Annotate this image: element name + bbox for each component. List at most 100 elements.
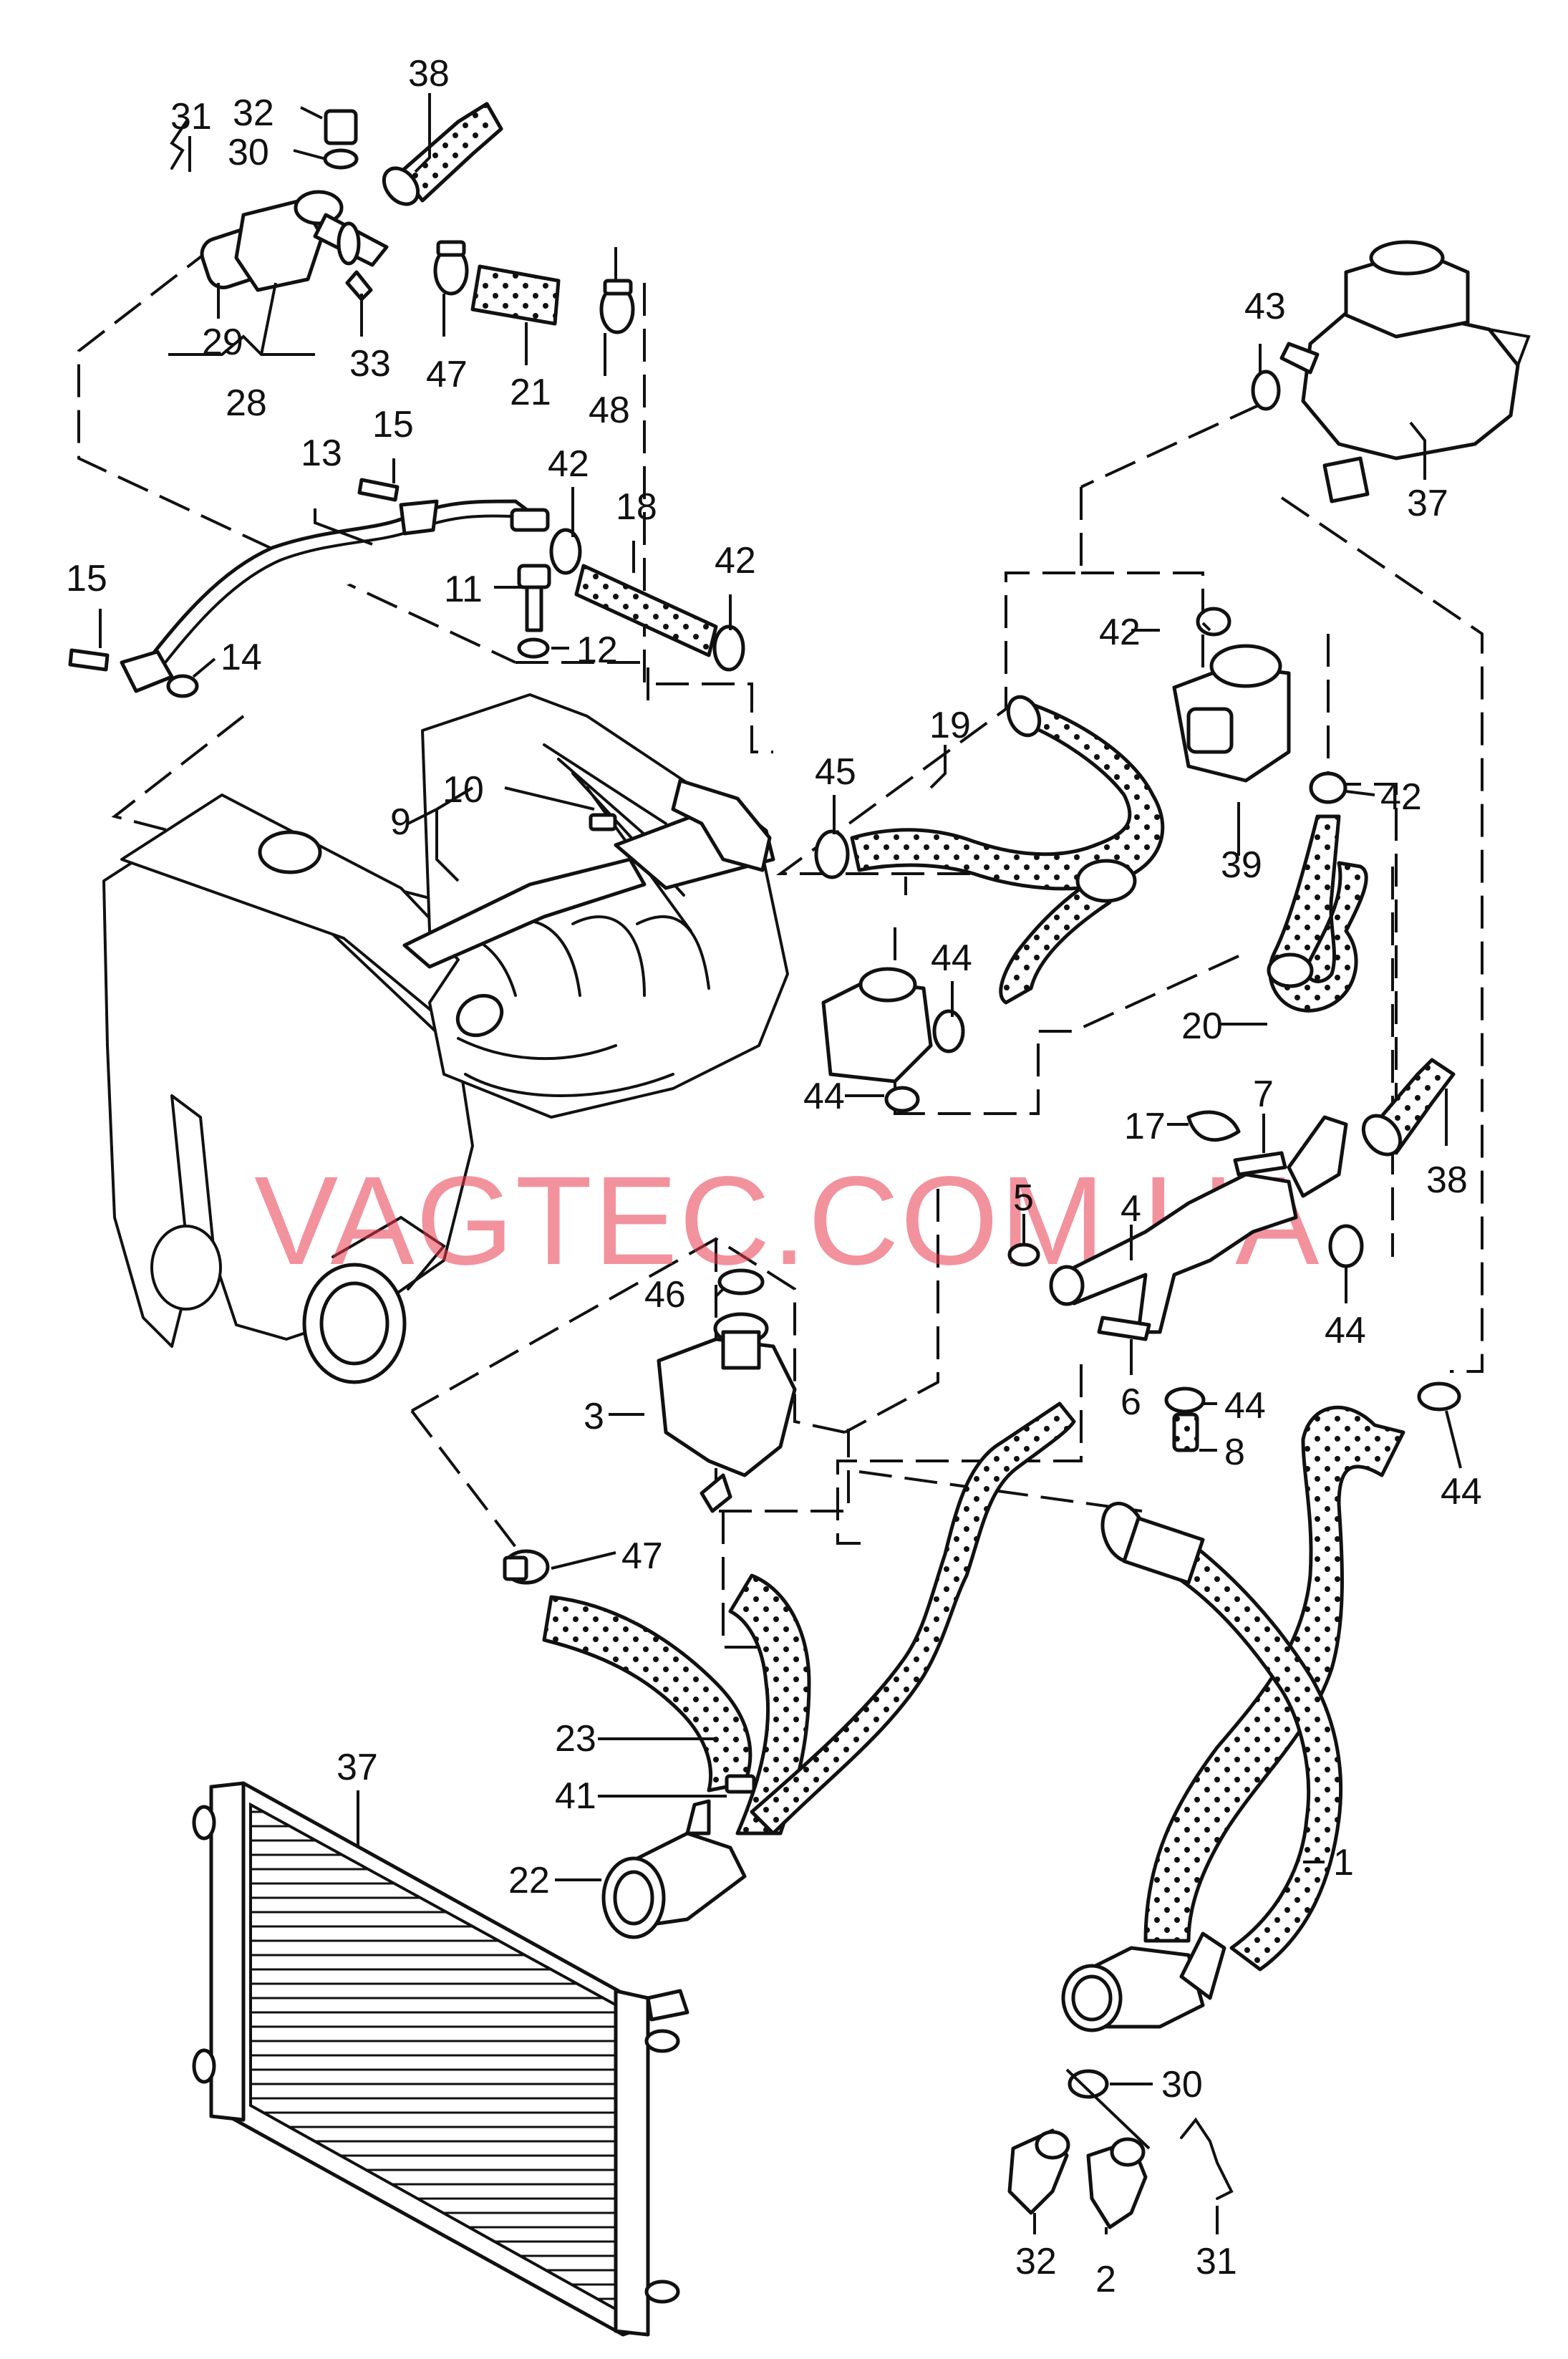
callout-4: 4 [1121, 1188, 1141, 1230]
callout-45: 45 [815, 751, 856, 793]
auxiliary-pump-3 [657, 1312, 797, 1513]
clamp-44-e [1417, 1381, 1461, 1412]
bolt-10 [589, 813, 617, 831]
o-ring-5 [1007, 1243, 1040, 1267]
radiator-37 [192, 1781, 689, 2337]
clip-31-bottom [1180, 2117, 1234, 2200]
callout-14: 14 [221, 637, 262, 678]
callout-42: 42 [1099, 612, 1141, 653]
callout-28: 28 [226, 382, 267, 424]
leader-lines [99, 93, 1462, 2234]
callout-15: 15 [66, 558, 107, 599]
callout-9: 9 [390, 801, 411, 843]
callout-32: 32 [1015, 2241, 1057, 2282]
clip-31 [170, 120, 188, 170]
callout-6: 6 [1121, 1381, 1141, 1423]
callout-42: 42 [715, 540, 756, 582]
hose-18 [574, 564, 718, 657]
callout-46: 46 [644, 1274, 686, 1316]
callout-11: 11 [444, 569, 483, 610]
hose-connector-top [1100, 1501, 1205, 1585]
callout-33: 33 [349, 343, 391, 385]
hose-8 [1172, 1412, 1199, 1452]
callout-21: 21 [510, 372, 551, 413]
o-ring-14 [166, 674, 199, 698]
connector-22 [601, 1799, 747, 1939]
hose-19 [850, 703, 1165, 891]
callout-44: 44 [931, 937, 972, 979]
bolt-33 [345, 270, 373, 301]
clip-41 [725, 1774, 756, 1794]
clamp-42-c [1196, 607, 1231, 637]
callout-38: 38 [1426, 1159, 1468, 1201]
bolt-6 [1097, 1316, 1151, 1341]
callout-44: 44 [1325, 1310, 1366, 1351]
callout-30: 30 [228, 132, 269, 173]
clip-17 [1186, 1110, 1241, 1142]
callout-18: 18 [616, 486, 657, 528]
callout-8: 8 [1224, 1432, 1245, 1473]
callout-32: 32 [233, 92, 274, 134]
coolant-flange-group [170, 109, 389, 301]
coolant-pipe-13 [68, 478, 550, 698]
hose-23 [542, 1595, 752, 1793]
reservoir-small [821, 967, 933, 1084]
callout-42: 42 [548, 443, 589, 485]
callout-47: 47 [621, 1535, 663, 1577]
clamp-45 [814, 829, 850, 879]
clamp-46 [717, 1268, 765, 1296]
callout-1: 1 [1333, 1842, 1354, 1883]
callout-31: 31 [1196, 2241, 1237, 2282]
callout-2: 2 [1095, 2259, 1116, 2300]
bolt-7 [1233, 1151, 1287, 1177]
plug-2 [1086, 2137, 1148, 2229]
callout-30: 30 [1161, 2064, 1203, 2105]
clamp-44-d [1164, 1386, 1206, 1414]
hose-1-branch [750, 1402, 1076, 1835]
temp-sender-32 [324, 109, 358, 145]
callout-44: 44 [1224, 1385, 1266, 1427]
oil-filler-cap [258, 830, 322, 874]
expansion-tank-37 [1279, 240, 1531, 503]
bolt-15-left [68, 648, 110, 672]
temp-sender-32-bottom [1007, 2128, 1070, 2215]
callout-48: 48 [589, 390, 630, 431]
clamp-48 [599, 279, 635, 334]
bolt-11 [517, 564, 551, 632]
callout-13: 13 [301, 433, 342, 474]
o-ring-30 [323, 148, 359, 170]
callout-42: 42 [1380, 776, 1422, 818]
clamp-44-b [884, 1086, 920, 1113]
callout-44: 44 [803, 1076, 845, 1117]
pump-39 [1172, 644, 1291, 783]
bolt-15-top [357, 478, 400, 502]
callout-44: 44 [1441, 1471, 1482, 1513]
pipe-4 [1049, 1115, 1348, 1334]
callout-20: 20 [1181, 1005, 1223, 1047]
callout-15: 15 [372, 404, 414, 445]
callout-47: 47 [426, 354, 468, 395]
callout-31: 31 [170, 96, 212, 138]
washer-12 [517, 637, 550, 659]
callout-37: 37 [1407, 483, 1448, 524]
clamp-44-a [932, 1009, 965, 1053]
t-piece [1061, 1931, 1226, 2032]
callout-22: 22 [508, 1860, 550, 1901]
callout-19: 19 [929, 705, 971, 746]
clamp-44-c [1328, 1224, 1364, 1268]
callout-41: 41 [555, 1775, 596, 1817]
callout-12: 12 [576, 629, 618, 671]
clamp-47-bottom [503, 1549, 550, 1585]
callout-3: 3 [584, 1396, 604, 1437]
hose-21 [470, 264, 561, 326]
callout-10: 10 [442, 769, 484, 811]
clamp-42-d [1309, 771, 1347, 804]
callout-numbers: 31 32 38 30 29 28 33 47 21 48 43 37 15 1… [66, 53, 1482, 2300]
clamp-47-top [433, 240, 469, 296]
clamp-42-b [712, 624, 745, 672]
callout-37: 37 [337, 1747, 378, 1788]
callout-5: 5 [1013, 1177, 1034, 1219]
callout-29: 29 [202, 322, 243, 363]
clamp-43 [1251, 370, 1281, 411]
